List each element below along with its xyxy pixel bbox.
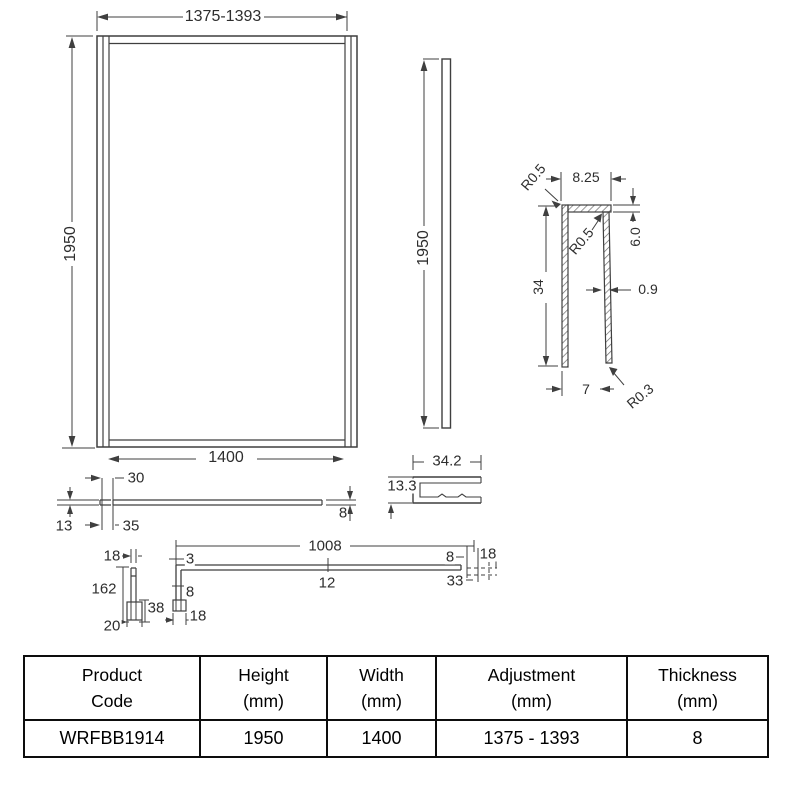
header-height-line1: Height: [238, 664, 289, 685]
dim-front-width-range: 1375-1393: [183, 8, 263, 25]
cell-thickness: 8: [626, 719, 769, 758]
dim-arm-12: 12: [317, 574, 337, 592]
header-adjustment-line1: Adjustment: [487, 664, 576, 685]
dim-topview-8: 8: [337, 504, 349, 522]
wall-profile-detail-drawing: [538, 172, 640, 396]
top-view-drawing: [57, 474, 356, 530]
header-thickness-line1: Thickness: [658, 664, 737, 685]
header-thickness: Thickness (mm): [626, 655, 769, 721]
header-width-line2: (mm): [361, 691, 402, 711]
dim-detail-base-width: 7: [581, 381, 591, 397]
dim-side-profile-height: 13.3: [386, 477, 418, 495]
spec-table: Product Code Height (mm) Width (mm) Adju…: [23, 655, 769, 758]
support-arm-drawing: [165, 540, 497, 625]
header-width: Width (mm): [326, 655, 437, 721]
header-adjustment: Adjustment (mm): [435, 655, 628, 721]
dim-topview-35: 35: [121, 517, 141, 535]
cell-adjustment: 1375 - 1393: [435, 719, 628, 758]
dim-arm-3: 3: [184, 550, 196, 568]
cell-product-code: WRFBB1914: [23, 719, 201, 758]
dim-arm-8-left: 8: [184, 583, 196, 601]
spec-table-header-row: Product Code Height (mm) Width (mm) Adju…: [23, 655, 769, 721]
dim-arm-1008: 1008: [307, 537, 343, 555]
dim-front-width: 1400: [207, 449, 245, 466]
dim-bracket-18: 18: [102, 547, 122, 565]
front-view-drawing: [62, 11, 358, 463]
dim-bracket-38: 38: [146, 599, 166, 617]
spec-table-data-row: WRFBB1914 1950 1400 1375 - 1393 8: [23, 719, 769, 758]
dim-arm-8-right: 8: [444, 548, 456, 566]
dim-detail-wall-thickness: 0.9: [637, 281, 659, 297]
header-product-code-line1: Product: [81, 664, 143, 685]
dim-bracket-20: 20: [102, 617, 122, 635]
dim-topview-30: 30: [126, 469, 146, 487]
header-product-code: Product Code: [23, 655, 201, 721]
side-profile-section-drawing: [388, 455, 482, 519]
cell-height: 1950: [199, 719, 328, 758]
dim-topview-13: 13: [54, 517, 74, 535]
dim-arm-18-left: 18: [188, 607, 208, 625]
header-height: Height (mm): [199, 655, 328, 721]
dim-side-height: 1950: [415, 229, 432, 267]
header-adjustment-line2: (mm): [511, 691, 552, 711]
dim-bracket-162: 162: [90, 580, 118, 598]
dim-front-height: 1950: [62, 225, 79, 263]
bracket-drawing: [116, 549, 150, 627]
dim-arm-33: 33: [445, 572, 465, 590]
header-thickness-line2: (mm): [677, 691, 718, 711]
cell-width: 1400: [326, 719, 437, 758]
dim-detail-top-width: 8.25: [571, 169, 601, 185]
header-product-code-line2: Code: [91, 691, 133, 711]
dim-detail-top-depth: 6.0: [627, 227, 643, 247]
side-view-drawing: [420, 58, 452, 429]
dim-detail-leg-length: 34: [530, 278, 546, 296]
header-width-line1: Width: [359, 664, 404, 685]
dim-arm-18-right: 18: [478, 545, 498, 563]
header-height-line2: (mm): [243, 691, 284, 711]
dim-side-profile-width: 34.2: [431, 452, 463, 470]
